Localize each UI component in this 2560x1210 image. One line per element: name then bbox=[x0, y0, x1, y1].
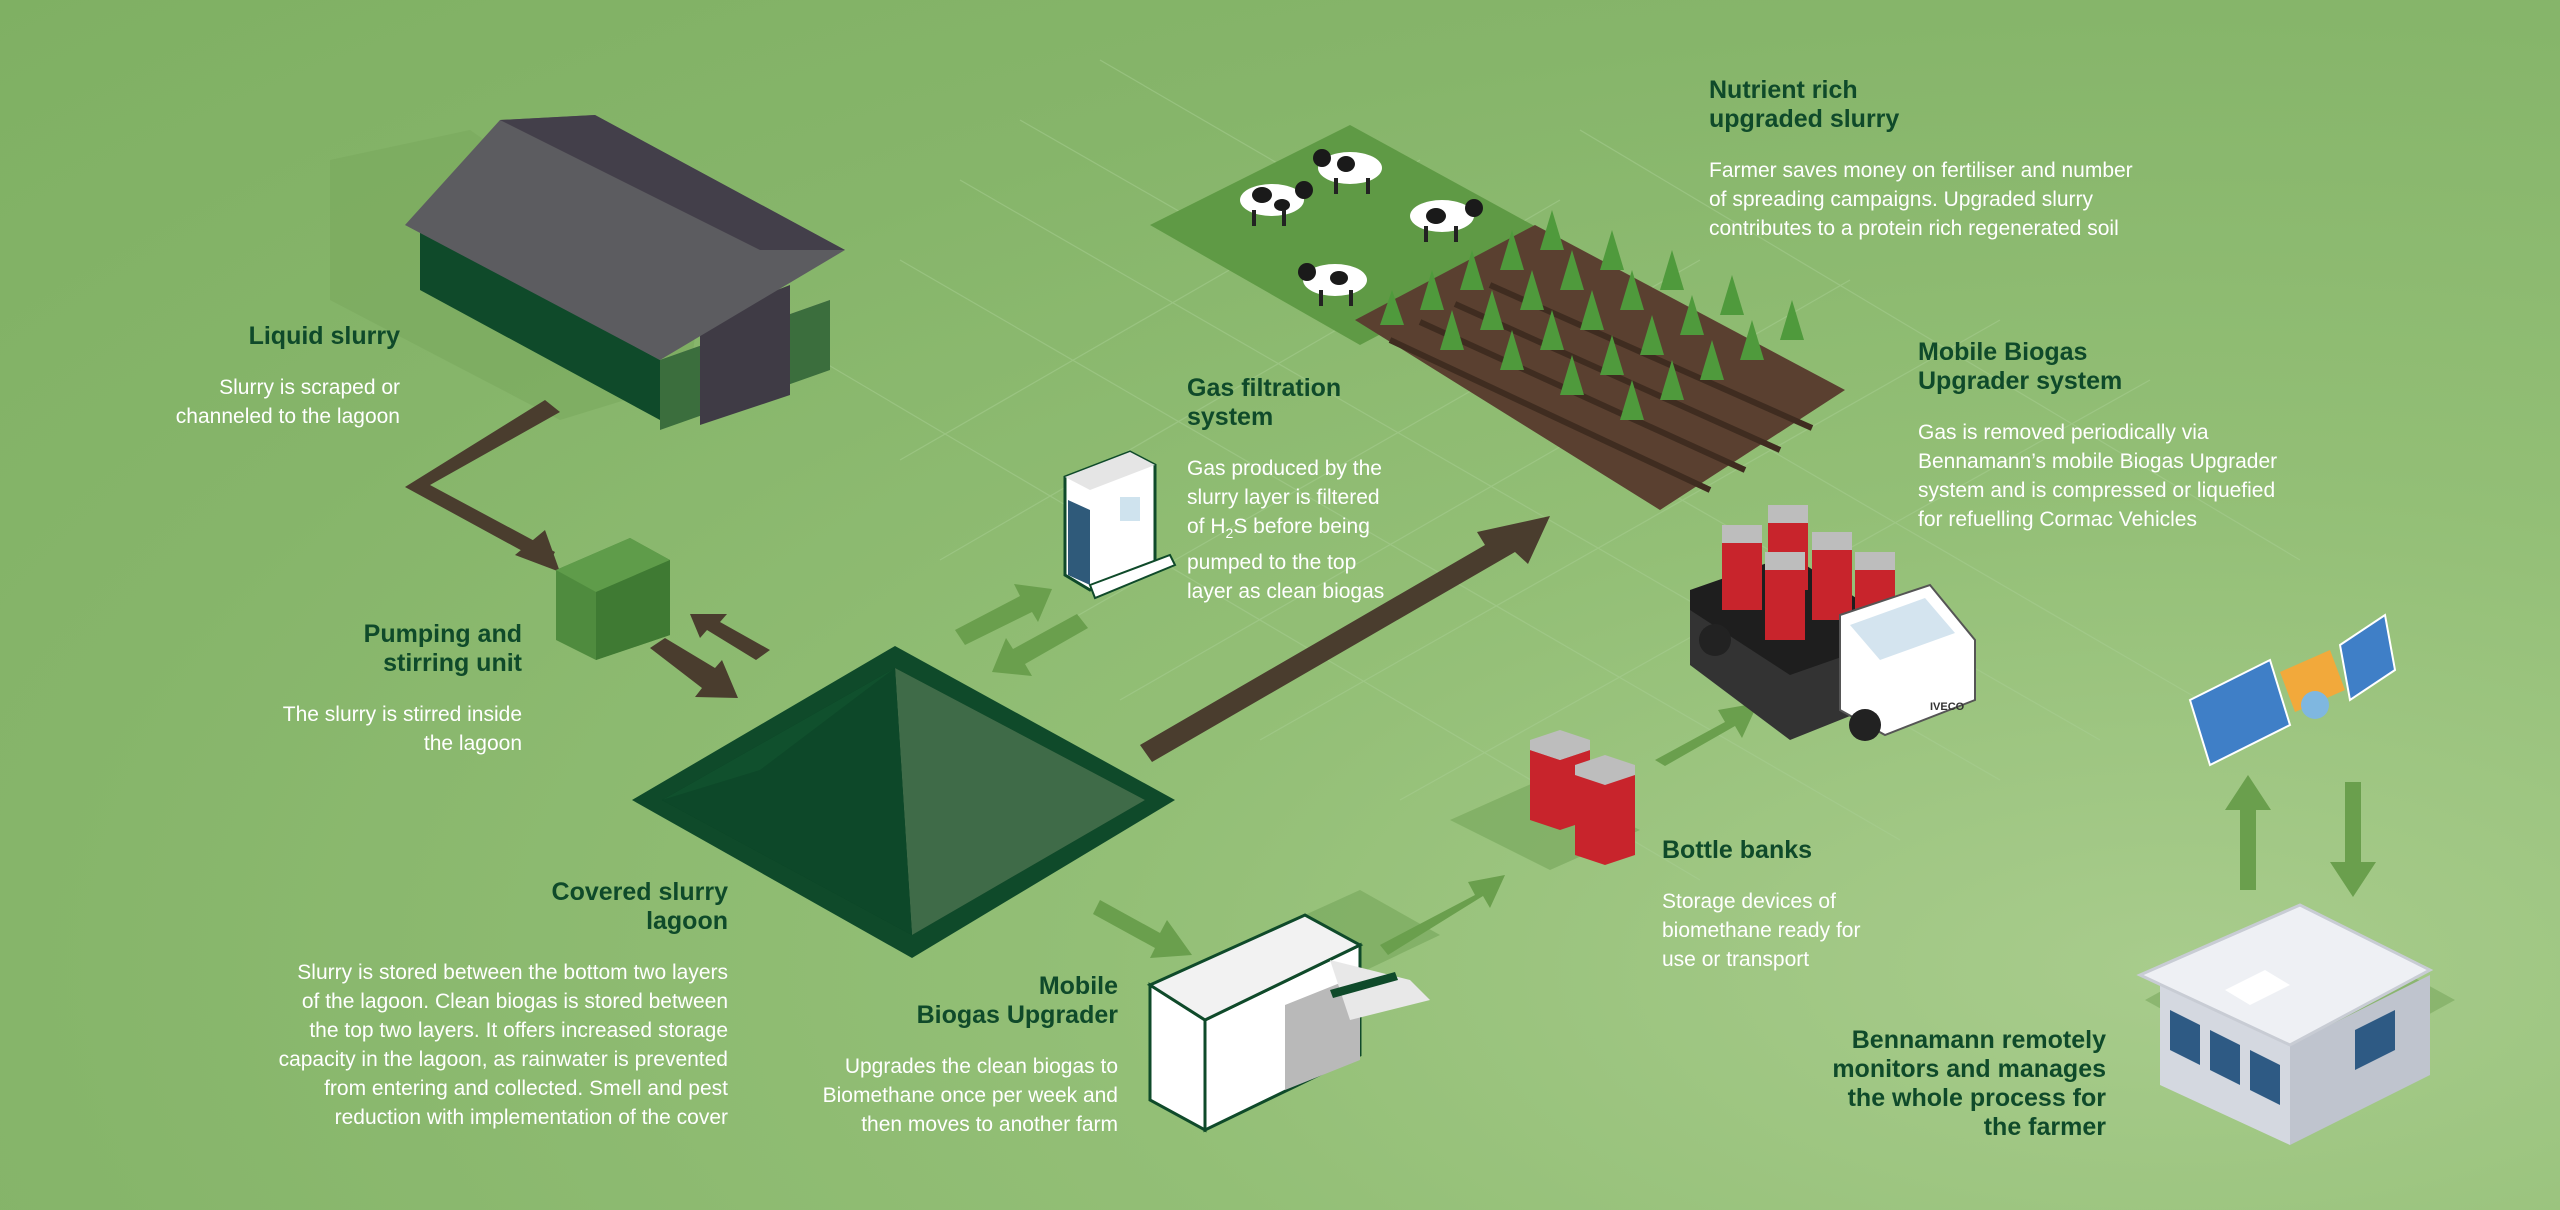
covered-lagoon-title: Covered slurry lagoon bbox=[551, 878, 728, 935]
mobile-upgrader-icon bbox=[1146, 890, 1440, 1133]
mobile-system-desc: Gas is removed periodically via Bennaman… bbox=[1918, 421, 2278, 531]
label-gas-filtration: Gas filtration system Gas produced by th… bbox=[1187, 374, 1447, 606]
gas-filtration-desc: Gas produced by the slurry layer is filt… bbox=[1187, 454, 1447, 606]
bennamann-title: Bennamann remotely monitors and manages … bbox=[1832, 1026, 2106, 1141]
gas-filtration-desc-subscript: 2 bbox=[1225, 525, 1234, 542]
truck-badge: IVECO bbox=[1930, 701, 1965, 713]
label-covered-lagoon: Covered slurry lagoon Slurry is stored b… bbox=[190, 878, 728, 1132]
arrows-lagoon-filter bbox=[955, 584, 1088, 676]
mobile-upgrader-desc: Upgrades the clean biogas to Biomethane … bbox=[822, 1055, 1118, 1136]
hq-building-icon bbox=[2136, 903, 2455, 1145]
nutrient-rich-title: Nutrient rich upgraded slurry bbox=[1709, 76, 1900, 133]
bottle-banks-desc: Storage devices of biomethane ready for … bbox=[1662, 890, 1861, 971]
bottle-banks-icon bbox=[1450, 730, 1640, 870]
label-liquid-slurry: Liquid slurry Slurry is scraped or chann… bbox=[120, 322, 400, 431]
barn-icon bbox=[330, 115, 845, 430]
covered-lagoon-desc: Slurry is stored between the bottom two … bbox=[278, 961, 728, 1129]
truck-icon: IVECO bbox=[1690, 505, 1976, 741]
arrow-bottles-to-truck bbox=[1655, 703, 1758, 766]
crop-field-icon bbox=[1355, 210, 1845, 510]
cow-icons bbox=[1240, 149, 1483, 306]
label-nutrient-rich: Nutrient rich upgraded slurry Farmer sav… bbox=[1709, 76, 2229, 243]
arrows-pump-lagoon bbox=[650, 614, 770, 698]
pumping-desc: The slurry is stirred inside the lagoon bbox=[282, 703, 522, 755]
satellite-icon bbox=[2188, 613, 2397, 767]
filter-unit-icon bbox=[1063, 450, 1177, 600]
label-mobile-system: Mobile Biogas Upgrader system Gas is rem… bbox=[1918, 338, 2358, 534]
arrow-barn-to-pump bbox=[405, 400, 560, 572]
gas-filtration-desc-part2: S before being pumped to the top layer a… bbox=[1187, 515, 1385, 604]
liquid-slurry-title: Liquid slurry bbox=[248, 322, 400, 350]
gas-filtration-title: Gas filtration system bbox=[1187, 374, 1342, 431]
mobile-system-title: Mobile Biogas Upgrader system bbox=[1918, 338, 2123, 395]
arrows-satellite-hq bbox=[2225, 775, 2376, 897]
arrow-lagoon-to-field bbox=[1140, 516, 1550, 762]
pumping-title: Pumping and stirring unit bbox=[363, 620, 522, 677]
label-mobile-upgrader: Mobile Biogas Upgrader Upgrades the clea… bbox=[760, 972, 1118, 1139]
bottle-banks-title: Bottle banks bbox=[1662, 836, 1813, 864]
nutrient-rich-desc: Farmer saves money on fertiliser and num… bbox=[1709, 159, 2133, 240]
label-bottle-banks: Bottle banks Storage devices of biometha… bbox=[1662, 836, 1962, 974]
arrows-to-upgrader bbox=[1093, 875, 1505, 958]
liquid-slurry-desc: Slurry is scraped or channeled to the la… bbox=[175, 376, 400, 428]
lagoon-icon bbox=[632, 646, 1175, 958]
pump-unit-icon bbox=[556, 538, 670, 660]
gas-filtration-desc-part1: Gas produced by the slurry layer is filt… bbox=[1187, 457, 1382, 538]
label-bennamann: Bennamann remotely monitors and manages … bbox=[1740, 1026, 2106, 1142]
mobile-upgrader-title: Mobile Biogas Upgrader bbox=[916, 972, 1118, 1029]
label-pumping: Pumping and stirring unit The slurry is … bbox=[200, 620, 522, 758]
